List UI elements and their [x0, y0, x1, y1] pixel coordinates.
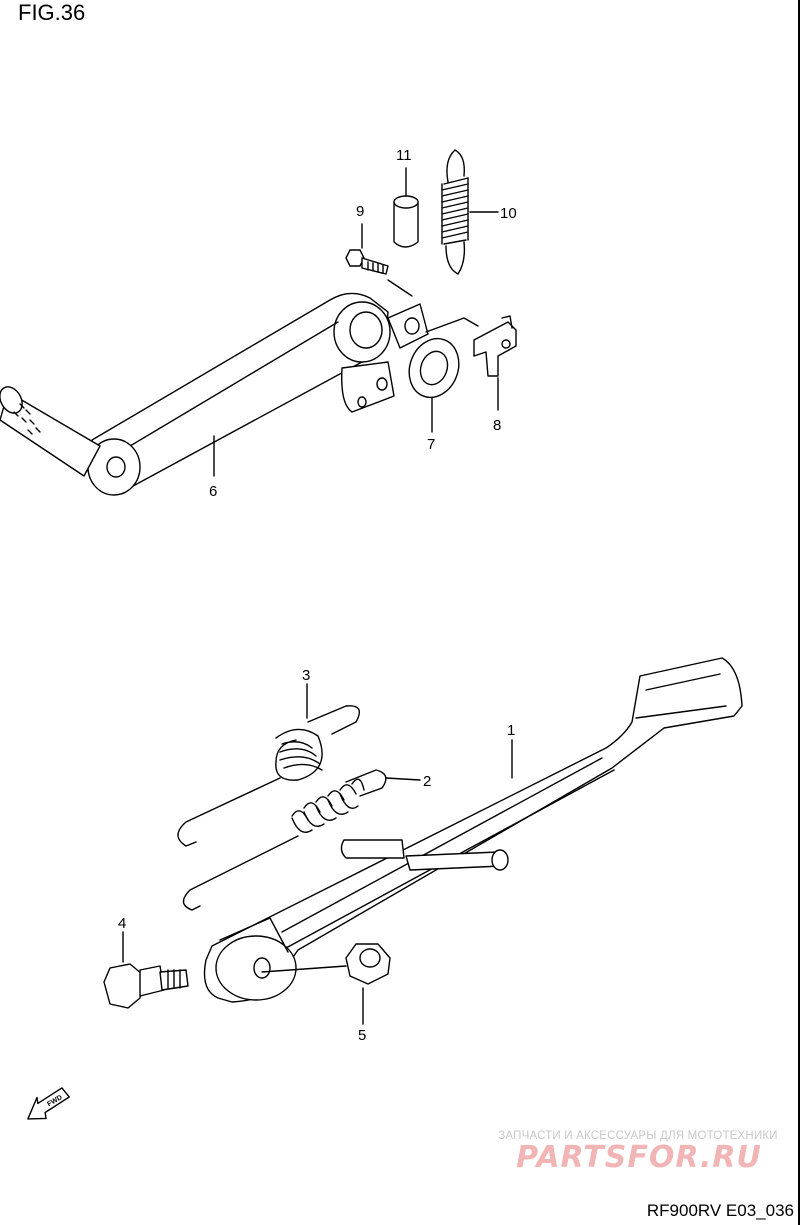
- part-8-clip: [473, 315, 517, 377]
- callout-1: 1: [507, 722, 515, 739]
- callout-2: 2: [423, 773, 431, 790]
- callout-10: 10: [500, 205, 517, 222]
- callout-11: 11: [396, 147, 412, 164]
- part-5-nut: [261, 943, 391, 985]
- part-6-lever: [0, 279, 479, 496]
- callout-8: 8: [493, 417, 501, 434]
- part-10-spring: [441, 149, 469, 275]
- figure-code: RF900RV E03_036: [646, 1201, 794, 1220]
- callout-9: 9: [356, 203, 364, 220]
- part-3-spring: [177, 705, 360, 847]
- part-2-spring: [182, 769, 387, 911]
- callout-3: 3: [302, 667, 310, 684]
- callout-6: 6: [209, 483, 217, 500]
- watermark-subtitle: ЗАПЧАСТИ И АКСЕССУАРЫ ДЛЯ МОТОТЕХНИКИ: [498, 1130, 778, 1142]
- part-11-collar: [393, 195, 419, 248]
- part-7-washer: [408, 337, 460, 399]
- callout-4: 4: [118, 915, 126, 932]
- callout-7: 7: [427, 436, 435, 453]
- callout-5: 5: [358, 1027, 366, 1044]
- figure-title: FIG.36: [18, 0, 86, 25]
- part-1-side-stand: [203, 657, 743, 1003]
- leader-2: [385, 777, 421, 781]
- watermark-brand: PARTSFOR.RU: [516, 1140, 762, 1175]
- part-9-bolt: [345, 249, 389, 275]
- part-4-bolt: [103, 963, 189, 1009]
- fwd-arrow-icon: FWD: [27, 1087, 70, 1120]
